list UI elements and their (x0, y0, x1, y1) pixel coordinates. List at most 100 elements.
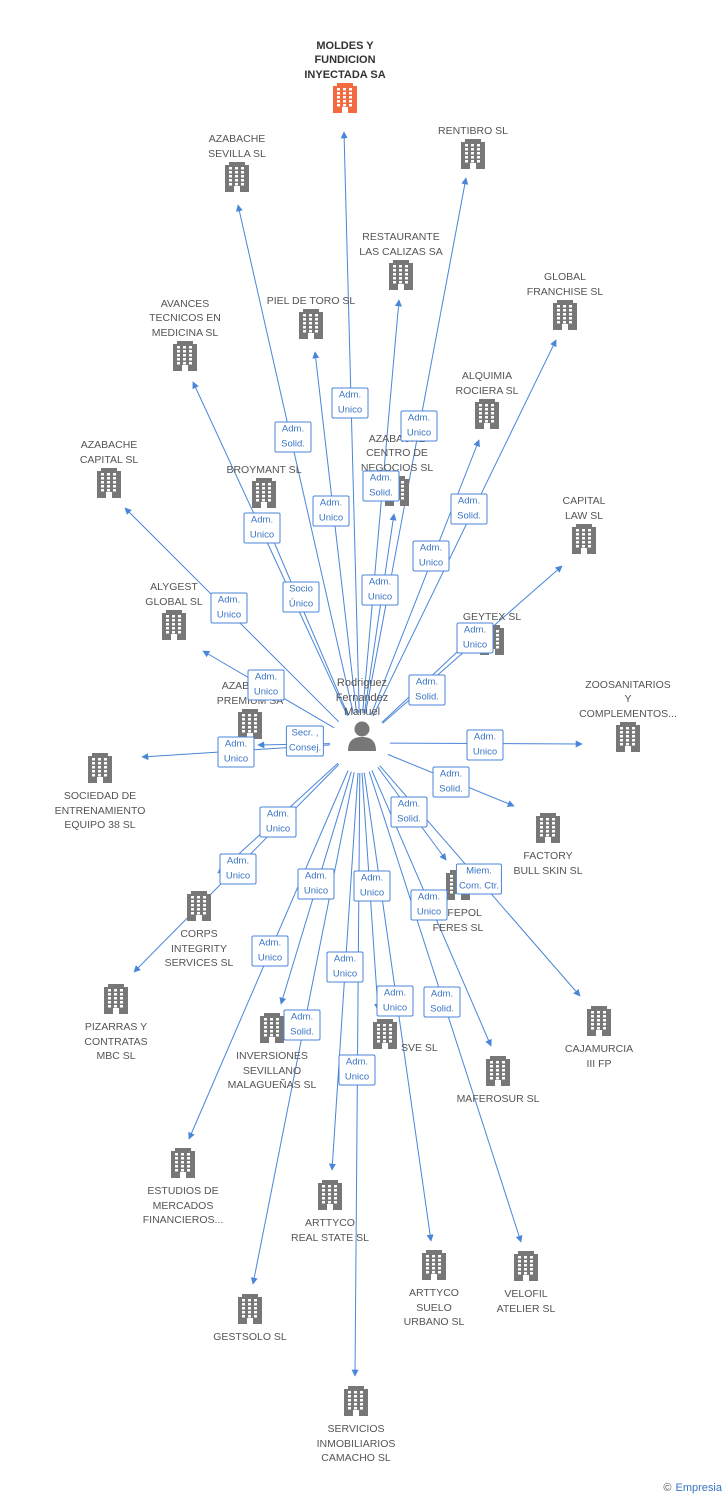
copyright-symbol: © (663, 1482, 672, 1494)
role-badge-global-franchise[interactable]: Adm. Solid. (450, 493, 488, 525)
company-node-pizarras[interactable]: PIZARRAS Y CONTRATAS MBC SL (41, 983, 191, 1064)
company-node-corps-integrity[interactable]: CORPS INTEGRITY SERVICES SL (124, 890, 274, 971)
role-badge-alygest[interactable]: Adm. Unico (247, 669, 285, 701)
building-icon (536, 813, 560, 843)
company-node-estudios[interactable]: ESTUDIOS DE MERCADOS FINANCIEROS... (108, 1147, 258, 1228)
company-node-azabache-capital[interactable]: AZABACHE CAPITAL SL (34, 438, 184, 504)
building-icon (344, 1386, 368, 1416)
role-badge-zoosanitarios[interactable]: Adm. Unico (466, 729, 504, 761)
role-badge-corps-integrity[interactable]: Adm. Unico (259, 806, 297, 838)
role-badge-factory-bull[interactable]: Adm. Solid. (432, 766, 470, 798)
building-icon-wrap (484, 1055, 512, 1092)
center-person-node[interactable]: Rodriguez Fernandez Manuel (330, 676, 394, 757)
company-node-cajamurcia[interactable]: CAJAMURCIA III FP (524, 1005, 674, 1071)
role-badge-broymant[interactable]: Adm. Unico (243, 512, 281, 544)
company-node-maferosur[interactable]: MAFEROSUR SL (423, 1055, 573, 1107)
role-badge-ayfepol[interactable]: Adm. Solid. (390, 796, 428, 828)
company-node-moldes[interactable]: MOLDES Y FUNDICION INYECTADA SA (270, 39, 420, 120)
role-badge-arttyco-suelo[interactable]: Adm. Unico (376, 985, 414, 1017)
role-badge-piel-de-toro[interactable]: Adm. Unico (312, 495, 350, 527)
company-node-zoosanitarios[interactable]: ZOOSANITARIOS Y COMPLEMENTOS... (553, 678, 703, 759)
building-icon (238, 1294, 262, 1324)
role-badge-avances[interactable]: Socio Único (282, 581, 320, 613)
company-node-arttyco-real[interactable]: ARTTYCO REAL STATE SL (255, 1179, 405, 1245)
company-node-alygest[interactable]: ALYGEST GLOBAL SL (99, 580, 249, 646)
role-badge-gestsolo[interactable]: Adm. Solid. (283, 1009, 321, 1041)
building-icon-wrap (223, 161, 251, 198)
building-icon-wrap (169, 1147, 197, 1184)
building-icon-wrap (331, 82, 359, 119)
role-badge-cajamurcia[interactable]: Miem. Com. Ctr. (455, 863, 503, 895)
relation-link-alquimia (370, 439, 480, 716)
company-node-piel-de-toro[interactable]: PIEL DE TORO SL (236, 294, 386, 346)
company-node-sve[interactable]: SVE SL (371, 1018, 451, 1055)
building-icon-wrap (614, 721, 642, 758)
company-node-global-franchise[interactable]: GLOBAL FRANCHISE SL (490, 270, 640, 336)
building-icon (514, 1251, 538, 1281)
company-node-restaurante[interactable]: RESTAURANTE LAS CALIZAS SA (326, 230, 476, 296)
company-label: VELOFIL ATELIER SL (496, 1288, 556, 1315)
building-icon (475, 399, 499, 429)
building-icon-wrap (160, 609, 188, 646)
company-node-gestsolo[interactable]: GESTSOLO SL (175, 1293, 325, 1345)
building-icon (572, 524, 596, 554)
role-badge-sociedad-entrenamiento[interactable]: Adm. Unico (217, 736, 255, 768)
company-label: ARTTYCO REAL STATE SL (291, 1217, 369, 1244)
role-badge-azabache-premium[interactable]: Secr. , Consej. (285, 725, 325, 757)
role-badge-maferosur[interactable]: Adm. Unico (410, 889, 448, 921)
company-node-rentibro[interactable]: RENTIBRO SL (398, 124, 548, 176)
role-badge-sve[interactable]: Adm. Unico (353, 870, 391, 902)
company-label: FACTORY BULL SKIN SL (513, 850, 583, 877)
role-badge-inversiones[interactable]: Adm. Unico (297, 868, 335, 900)
company-label: AYFEPOL FERES SL (432, 907, 484, 934)
relation-link-moldes (340, 131, 360, 714)
company-label: SVE SL (401, 1041, 438, 1054)
company-label: MAFEROSUR SL (456, 1093, 540, 1105)
role-badge-azabache-capital[interactable]: Adm. Unico (210, 592, 248, 624)
relation-link-global-franchise (372, 339, 557, 717)
building-icon (373, 1019, 397, 1049)
role-badge-alquimia[interactable]: Adm. Unico (412, 540, 450, 572)
relation-link-restaurante (362, 299, 402, 714)
company-label: INVERSIONES SEVILLANO MALAGUEÑAS SL (227, 1050, 317, 1091)
company-node-azabache-sevilla[interactable]: AZABACHE SEVILLA SL (162, 132, 312, 198)
company-label: GEYTEX SL (462, 610, 522, 623)
building-icon (299, 309, 323, 339)
role-badge-arttyco-real[interactable]: Adm. Unico (326, 951, 364, 983)
role-badge-estudios[interactable]: Adm. Unico (251, 935, 289, 967)
role-badge-azabache-sevilla[interactable]: Adm. Solid. (274, 421, 312, 453)
building-icon-wrap (512, 1250, 540, 1287)
company-node-broymant[interactable]: BROYMANT SL (189, 463, 339, 515)
role-badge-restaurante[interactable]: Adm. Unico (361, 574, 399, 606)
building-icon-wrap (171, 340, 199, 377)
building-icon-wrap (95, 467, 123, 504)
company-node-factory-bull[interactable]: FACTORY BULL SKIN SL (473, 812, 623, 878)
building-icon-wrap (102, 983, 130, 1020)
role-badge-rentibro[interactable]: Adm. Unico (400, 410, 438, 442)
building-icon-wrap (342, 1385, 370, 1422)
role-badge-azabache-centro[interactable]: Adm. Solid. (362, 470, 400, 502)
role-badge-moldes[interactable]: Adm. Unico (331, 387, 369, 419)
company-label: SERVICIOS INMOBILIARIOS CAMACHO SL (316, 1423, 396, 1464)
building-icon (104, 984, 128, 1014)
company-node-velofil[interactable]: VELOFIL ATELIER SL (451, 1250, 601, 1316)
role-badge-servicios[interactable]: Adm. Unico (338, 1054, 376, 1086)
role-badge-velofil[interactable]: Adm. Solid. (423, 986, 461, 1018)
company-node-servicios[interactable]: SERVICIOS INMOBILIARIOS CAMACHO SL (281, 1385, 431, 1466)
company-node-arttyco-suelo[interactable]: ARTTYCO SUELO URBANO SL (359, 1249, 509, 1330)
company-node-avances[interactable]: AVANCES TECNICOS EN MEDICINA SL (110, 297, 260, 378)
person-icon (348, 721, 376, 751)
center-person-label: Rodriguez Fernandez Manuel (335, 677, 389, 718)
company-label: AZABACHE SEVILLA SL (208, 133, 266, 160)
building-icon-wrap (250, 477, 278, 514)
company-node-sociedad-entrenamiento[interactable]: SOCIEDAD DE ENTRENAMIENTO EQUIPO 38 SL (25, 752, 175, 833)
company-node-alquimia[interactable]: ALQUIMIA ROCIERA SL (412, 369, 562, 435)
relation-link-rentibro (365, 177, 469, 714)
company-node-capital-law[interactable]: CAPITAL LAW SL (509, 494, 659, 560)
role-badge-geytex[interactable]: Adm. Solid. (408, 674, 446, 706)
role-badge-capital-law[interactable]: Adm. Unico (456, 622, 494, 654)
role-badge-pizarras[interactable]: Adm. Unico (219, 853, 257, 885)
company-node-inversiones[interactable]: INVERSIONES SEVILLANO MALAGUEÑAS SL (197, 1012, 347, 1093)
company-label: CAPITAL LAW SL (562, 495, 606, 522)
company-label: AZABACHE CENTRO DE NEGOCIOS SL (360, 432, 434, 474)
